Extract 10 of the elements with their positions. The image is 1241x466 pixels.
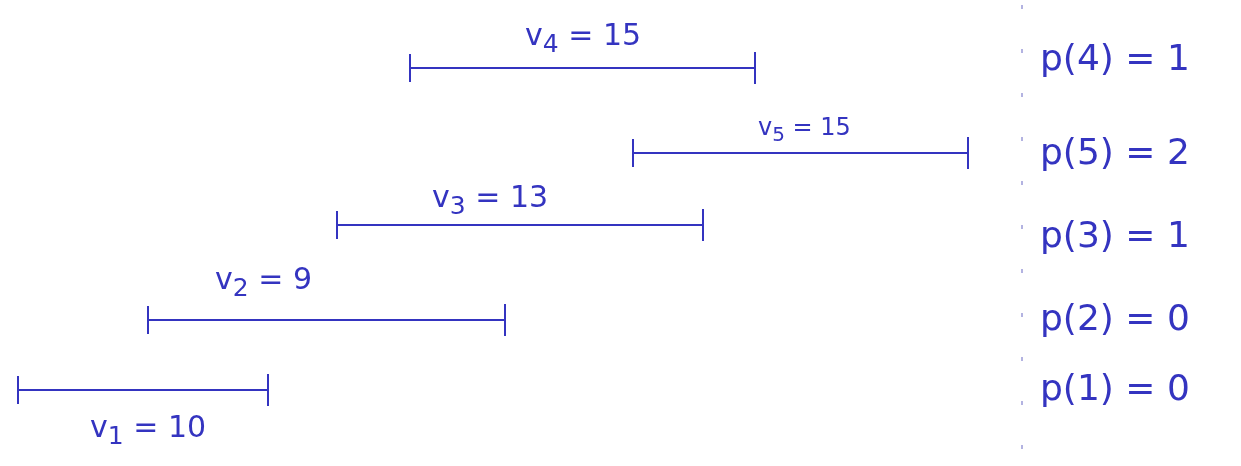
predecessor-label: p(3) = 1 [1040, 215, 1190, 255]
interval-value-label: v$_{5}$ = 15 [758, 114, 851, 145]
interval-value-label: v$_{4}$ = 15 [525, 18, 642, 58]
interval-value-label: v$_{3}$ = 13 [432, 180, 549, 220]
predecessor-label: p(1) = 0 [1040, 368, 1190, 408]
predecessor-label: p(5) = 2 [1040, 132, 1190, 172]
interval-value-label: v$_{2}$ = 9 [215, 262, 312, 302]
predecessor-label: p(4) = 1 [1040, 38, 1190, 78]
interval-value-label: v$_{1}$ = 10 [90, 410, 207, 450]
predecessor-label: p(2) = 0 [1040, 298, 1190, 338]
